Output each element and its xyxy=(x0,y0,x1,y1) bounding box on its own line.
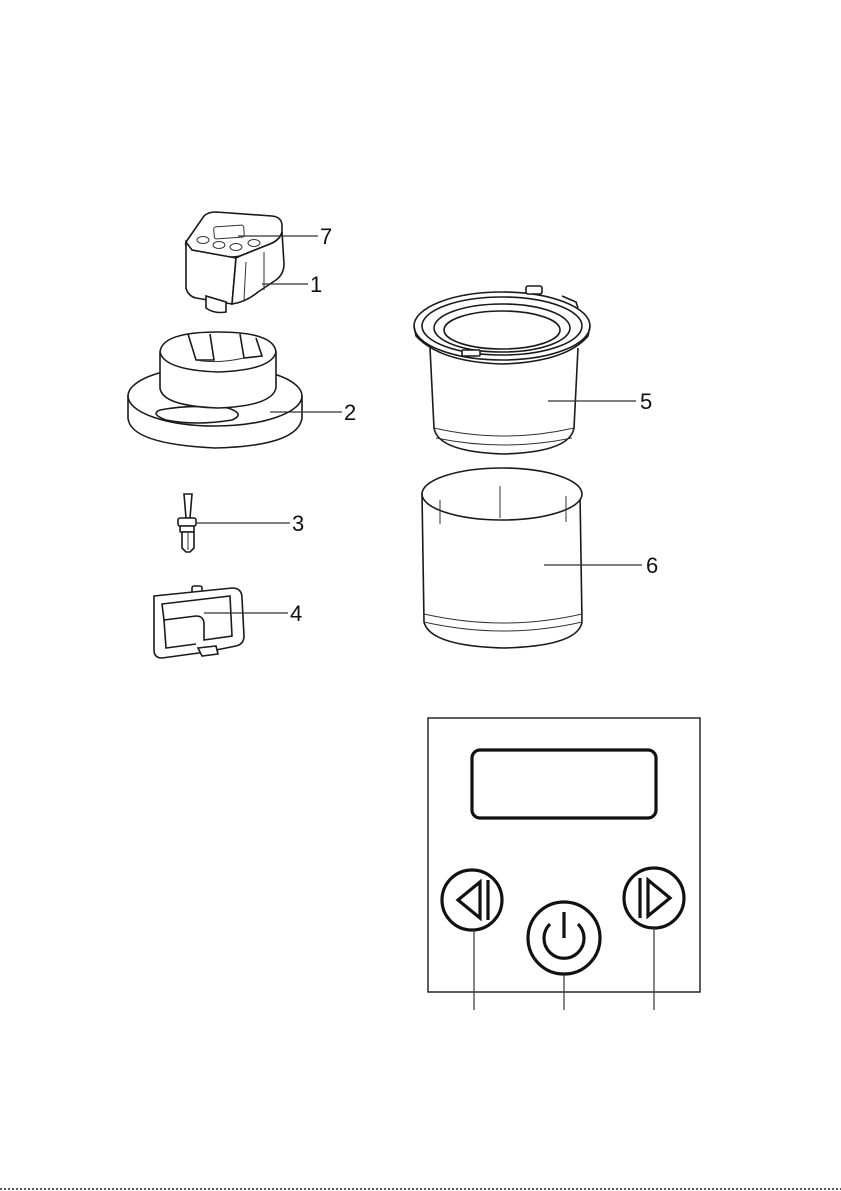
paddle-illustration xyxy=(154,586,244,658)
part-label-5: 5 xyxy=(640,389,652,414)
display-screen xyxy=(472,750,656,818)
part-label-2: 2 xyxy=(344,400,356,425)
part-label-1: 1 xyxy=(310,272,322,297)
previous-button-icon[interactable] xyxy=(442,870,502,930)
inner-bowl-illustration xyxy=(414,286,590,454)
outer-container-illustration xyxy=(422,468,582,648)
part-label-4: 4 xyxy=(290,601,302,626)
next-button-icon[interactable] xyxy=(624,868,684,928)
motor-unit-illustration xyxy=(186,212,284,313)
lid-illustration xyxy=(128,332,302,448)
pin-illustration xyxy=(178,494,196,552)
control-panel xyxy=(428,718,700,1010)
part-label-6: 6 xyxy=(646,553,658,578)
part-label-7: 7 xyxy=(320,224,332,249)
power-button-icon[interactable] xyxy=(528,902,600,974)
part-label-3: 3 xyxy=(292,511,304,536)
